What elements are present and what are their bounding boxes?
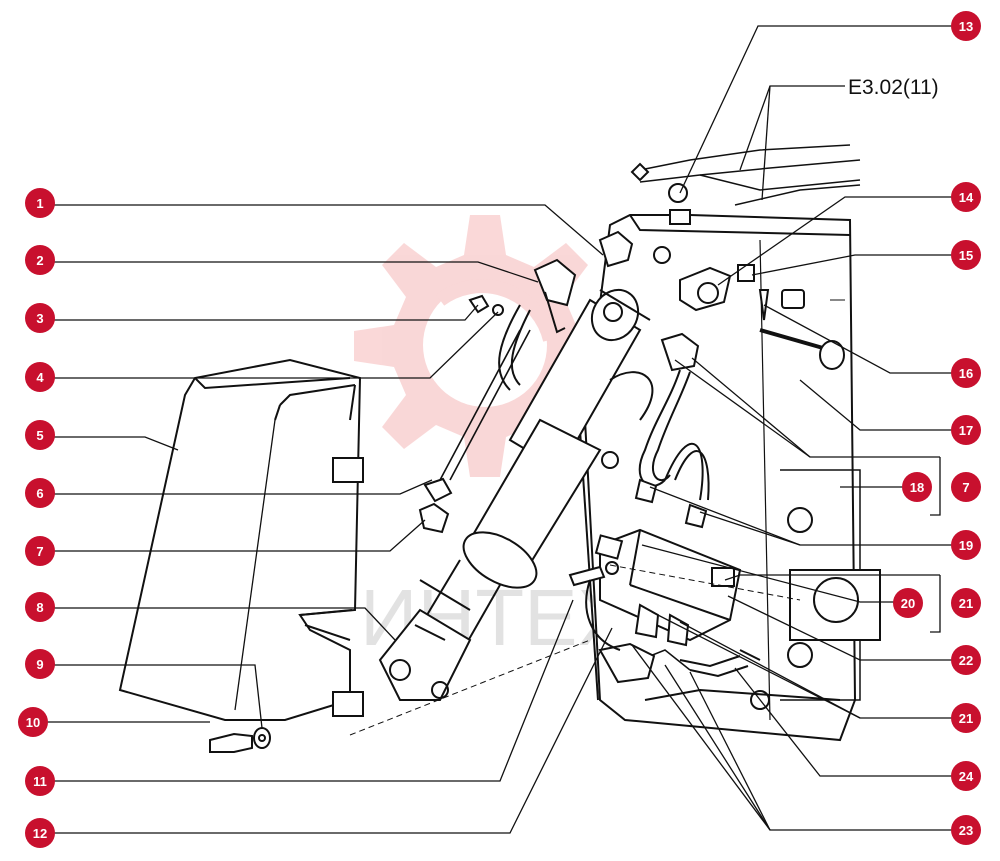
valve-block bbox=[568, 528, 761, 684]
callout-23[interactable]: 23 bbox=[951, 815, 981, 845]
svg-text:8: 8 bbox=[36, 600, 43, 615]
top-linkage bbox=[630, 144, 861, 206]
svg-text:24: 24 bbox=[959, 769, 974, 784]
callout-21-upper[interactable]: 21 bbox=[951, 588, 981, 618]
callout-badges: 1 2 3 4 5 6 7 8 9 10 11 12 13 14 15 16 1… bbox=[18, 11, 981, 848]
svg-text:5: 5 bbox=[36, 428, 43, 443]
reference-label: E3.02(11) bbox=[848, 76, 939, 99]
callout-12[interactable]: 12 bbox=[25, 818, 55, 848]
svg-text:4: 4 bbox=[36, 370, 44, 385]
callout-15[interactable]: 15 bbox=[951, 240, 981, 270]
svg-text:3: 3 bbox=[36, 311, 43, 326]
drawing-lines bbox=[118, 144, 881, 753]
svg-text:21: 21 bbox=[959, 711, 973, 726]
svg-text:9: 9 bbox=[36, 657, 43, 672]
callout-17[interactable]: 17 bbox=[951, 415, 981, 445]
pipes-right bbox=[609, 332, 710, 529]
pipe-left bbox=[418, 304, 531, 534]
svg-text:22: 22 bbox=[959, 653, 973, 668]
svg-text:17: 17 bbox=[959, 423, 973, 438]
svg-text:1: 1 bbox=[36, 196, 43, 211]
svg-text:10: 10 bbox=[26, 715, 40, 730]
lift-cylinder bbox=[378, 288, 651, 701]
callout-2[interactable]: 2 bbox=[25, 245, 55, 275]
callout-21-lower[interactable]: 21 bbox=[951, 703, 981, 733]
callout-13[interactable]: 13 bbox=[951, 11, 981, 41]
callout-10[interactable]: 10 bbox=[18, 707, 48, 737]
svg-text:14: 14 bbox=[959, 190, 974, 205]
leader-lines bbox=[44, 25, 966, 834]
callout-20[interactable]: 20 bbox=[893, 588, 923, 618]
callout-5[interactable]: 5 bbox=[25, 420, 55, 450]
callout-19[interactable]: 19 bbox=[951, 530, 981, 560]
callout-7-right[interactable]: 7 bbox=[951, 472, 981, 502]
callout-7-left[interactable]: 7 bbox=[25, 536, 55, 566]
callout-22[interactable]: 22 bbox=[951, 645, 981, 675]
svg-text:21: 21 bbox=[959, 596, 973, 611]
svg-text:6: 6 bbox=[36, 486, 43, 501]
svg-text:16: 16 bbox=[959, 366, 973, 381]
callout-8[interactable]: 8 bbox=[25, 592, 55, 622]
svg-text:20: 20 bbox=[901, 596, 915, 611]
svg-text:7: 7 bbox=[962, 480, 969, 495]
svg-text:7: 7 bbox=[36, 544, 43, 559]
svg-text:2: 2 bbox=[36, 253, 43, 268]
svg-text:11: 11 bbox=[33, 774, 47, 789]
svg-text:15: 15 bbox=[959, 248, 973, 263]
callout-24[interactable]: 24 bbox=[951, 761, 981, 791]
callout-14[interactable]: 14 bbox=[951, 182, 981, 212]
svg-text:23: 23 bbox=[959, 823, 973, 838]
callout-4[interactable]: 4 bbox=[25, 362, 55, 392]
bolt-washer bbox=[209, 727, 271, 753]
callout-6[interactable]: 6 bbox=[25, 478, 55, 508]
centre-dash-line-2 bbox=[609, 564, 801, 601]
svg-text:18: 18 bbox=[910, 480, 924, 495]
callout-9[interactable]: 9 bbox=[25, 649, 55, 679]
callout-3[interactable]: 3 bbox=[25, 303, 55, 333]
callout-1[interactable]: 1 bbox=[25, 188, 55, 218]
callout-16[interactable]: 16 bbox=[951, 358, 981, 388]
svg-text:13: 13 bbox=[959, 19, 973, 34]
callout-18[interactable]: 18 bbox=[902, 472, 932, 502]
fittings-top bbox=[468, 183, 691, 334]
svg-text:12: 12 bbox=[33, 826, 47, 841]
callout-11[interactable]: 11 bbox=[25, 766, 55, 796]
cover-plate bbox=[118, 358, 364, 721]
svg-text:19: 19 bbox=[959, 538, 973, 553]
